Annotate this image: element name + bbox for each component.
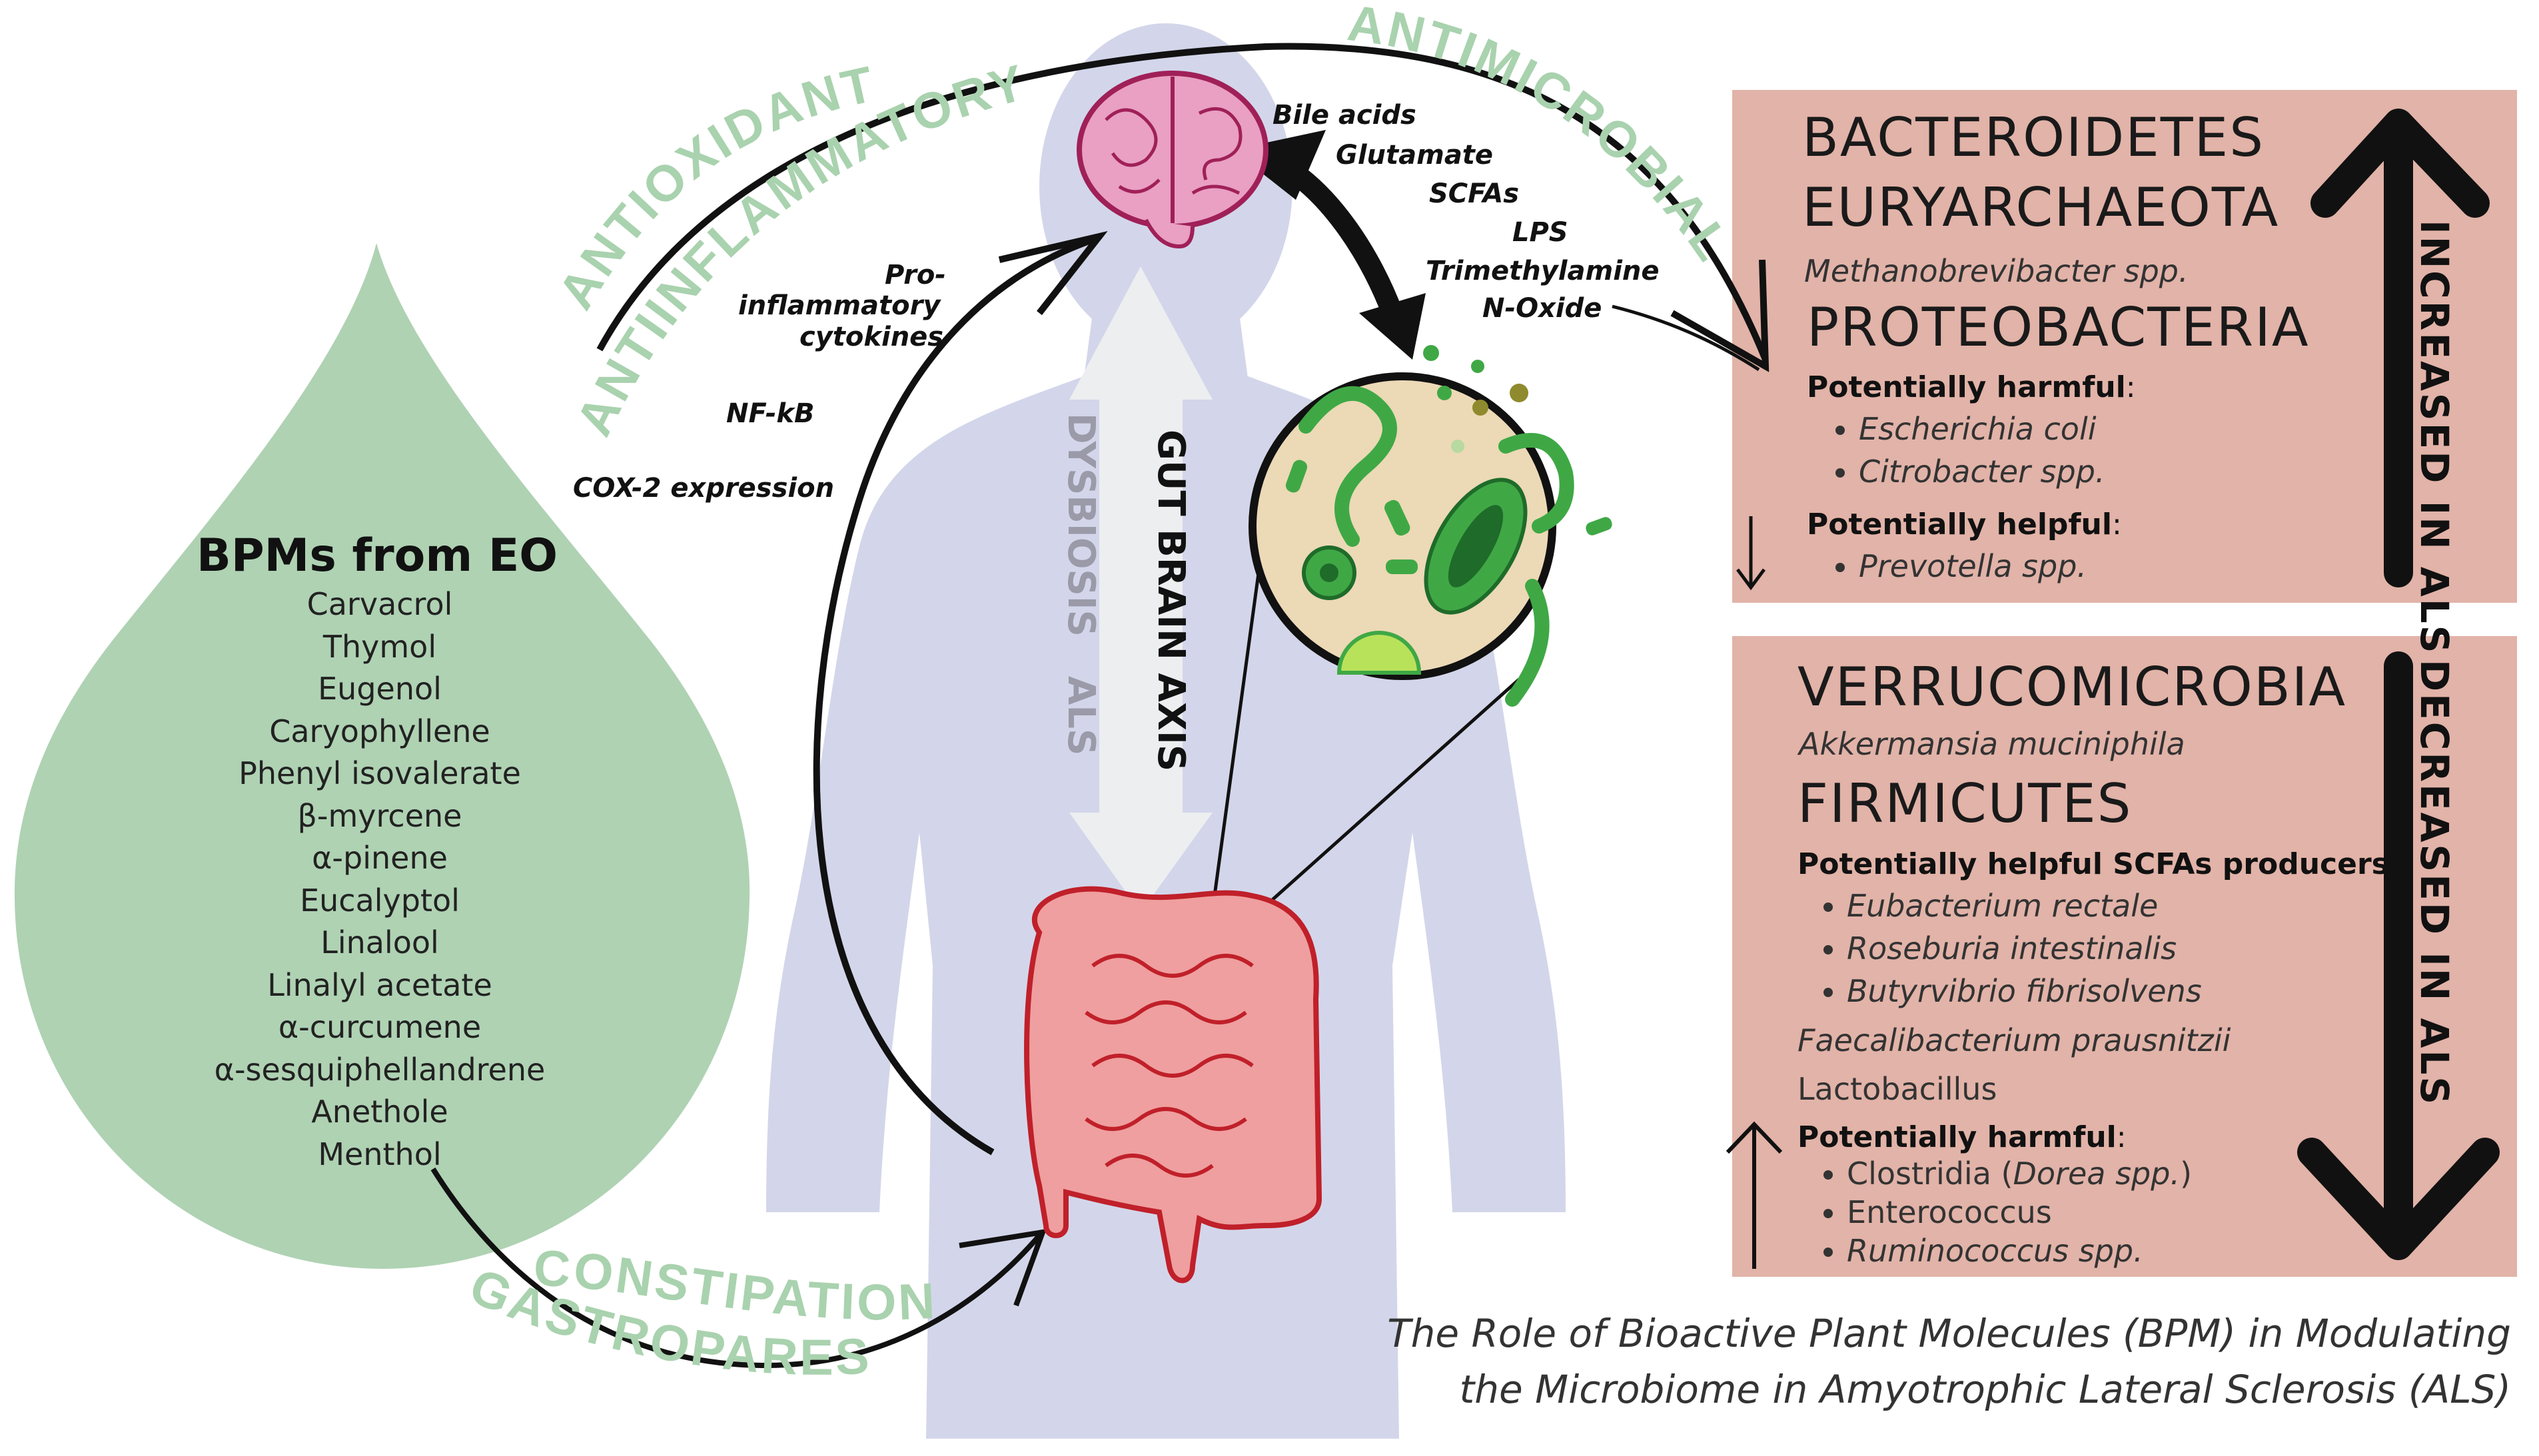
arc-arrow-to-panel (596, 43, 1769, 361)
bpm-molecule: α-pinene (312, 840, 448, 876)
signal-inflammatory: inflammatory (738, 290, 941, 321)
bpm-title: BPMs from EO (197, 530, 558, 582)
decreased-in-als-label: DECREASED IN ALS (2412, 659, 2457, 1107)
signal-scfas: SCFAs (1429, 179, 1520, 209)
scfa-producers-list: Eubacterium rectale Roseburia intestinal… (1807, 885, 2202, 1012)
small-up-arrow-icon (1726, 1121, 1783, 1269)
bpm-molecule: Eugenol (318, 671, 442, 707)
increased-helpful-list: Prevotella spp. (1819, 545, 2087, 587)
list-item: Clostridia (Dorea spp.) (1847, 1154, 2192, 1193)
brain-microbe-arrow-head-bottom (1359, 293, 1426, 360)
genus-methanobrevibacter: Methanobrevibacter spp. (1804, 253, 2189, 289)
bpm-molecule: Caryophyllene (269, 713, 490, 749)
bpm-molecule-list: Carvacrol Thymol Eugenol Caryophyllene P… (87, 583, 673, 1176)
signal-bile-acids: Bile acids (1272, 100, 1416, 131)
signal-glutamate: Glutamate (1336, 140, 1494, 171)
gut-brain-double-arrow (1069, 266, 1213, 912)
decreased-harmful-label: Potentially harmful: (1797, 1120, 2127, 1154)
figure-caption: The Role of Bioactive Plant Molecules (B… (1387, 1305, 2511, 1417)
essential-oil-drop (14, 243, 750, 1269)
small-down-arrow-icon (1736, 516, 1766, 591)
signals-pointer-line (1612, 304, 1760, 372)
phylum-verrucomicrobia: VERRUCOMICROBIA (1797, 656, 2347, 718)
bpm-molecule: Linalool (320, 924, 439, 960)
signal-nfkb: NF-kB (726, 398, 815, 429)
list-item: Prevotella spp. (1859, 545, 2087, 587)
menthol-to-gut-arrow (430, 1167, 1042, 1369)
phylum-proteobacteria: PROTEOBACTERIA (1807, 296, 2310, 358)
dysbiosis-label: DYSBIOSIS (1059, 413, 1103, 637)
phylum-euryarchaeota: EURYARCHAEOTA (1802, 177, 2280, 238)
genus-faecalibacterium: Faecalibacterium prausnitzii (1797, 1022, 2231, 1058)
decrease-arrow (2297, 651, 2500, 1260)
bpm-molecule: β-myrcene (297, 797, 462, 834)
arc-arrow-to-panel-head (1670, 259, 1770, 372)
signal-pro: Pro- (885, 260, 946, 290)
signal-n-oxide: N-Oxide (1482, 293, 1602, 324)
bpm-molecule: Menthol (318, 1136, 442, 1172)
list-item: Roseburia intestinalis (1847, 927, 2202, 970)
gut-to-brain-arrow-head (998, 230, 1108, 316)
bpm-molecule: Carvacrol (306, 586, 453, 622)
signal-cox2: COX-2 expression (573, 473, 835, 504)
increased-harmful-label: Potentially harmful: (1807, 370, 2136, 404)
gut-brain-axis-label: GUT BRAIN AXIS (1149, 430, 1193, 772)
signal-lps: LPS (1512, 217, 1568, 248)
microbiome-magnifier (1249, 345, 1612, 707)
list-item: Ruminococcus spp. (1847, 1232, 2192, 1270)
intestine-illustration (1024, 886, 1322, 1283)
bpm-molecule: Anethole (311, 1094, 448, 1130)
bpm-molecule: Eucalyptol (300, 882, 460, 918)
list-item: Eubacterium rectale (1847, 885, 2202, 927)
brain-illustration (1077, 71, 1269, 249)
genus-akkermansia: Akkermansia muciniphila (1799, 726, 2185, 762)
increased-harmful-list: Escherichia coli Citrobacter spp. (1819, 408, 2105, 493)
signal-trimethylamine: Trimethylamine (1426, 256, 1660, 286)
genus-lactobacillus: Lactobacillus (1797, 1071, 1997, 1107)
als-axis-label: ALS (1059, 676, 1103, 756)
bpm-molecule: Phenyl isovalerate (239, 755, 521, 791)
caption-line-1: The Role of Bioactive Plant Molecules (B… (1387, 1311, 2511, 1356)
list-item: Butyrvibrio fibrisolvens (1847, 970, 2202, 1012)
phylum-bacteroidetes: BACTEROIDETES (1802, 107, 2265, 169)
bpm-molecule: Linalyl acetate (267, 966, 492, 1003)
zoom-line-top (1204, 519, 1268, 960)
caption-line-2: the Microbiome in Amyotrophic Lateral Sc… (1459, 1367, 2511, 1412)
list-item: Escherichia coli (1859, 408, 2105, 450)
menthol-to-gut-arrow-head (959, 1228, 1047, 1307)
decreased-harmful-list: Clostridia (Dorea spp.) Enterococcus Rum… (1807, 1154, 2192, 1270)
gut-to-brain-arrow (813, 236, 1094, 1156)
increased-helpful-label: Potentially helpful: (1807, 508, 2122, 542)
signal-cytokines: cytokines (799, 322, 944, 352)
bpm-molecule: α-curcumene (278, 1009, 482, 1045)
increase-arrow (2310, 109, 2490, 587)
bpm-molecule: Thymol (322, 628, 437, 665)
increased-in-als-label: INCREASED IN ALS (2412, 220, 2457, 655)
list-item: Enterococcus (1847, 1193, 2192, 1232)
bpm-molecule: α-sesquiphellandrene (214, 1051, 546, 1088)
scfa-producers-label: Potentially helpful SCFAs producers: (1797, 847, 2399, 881)
phylum-firmicutes: FIRMICUTES (1797, 773, 2133, 835)
list-item: Citrobacter spp. (1859, 450, 2105, 493)
